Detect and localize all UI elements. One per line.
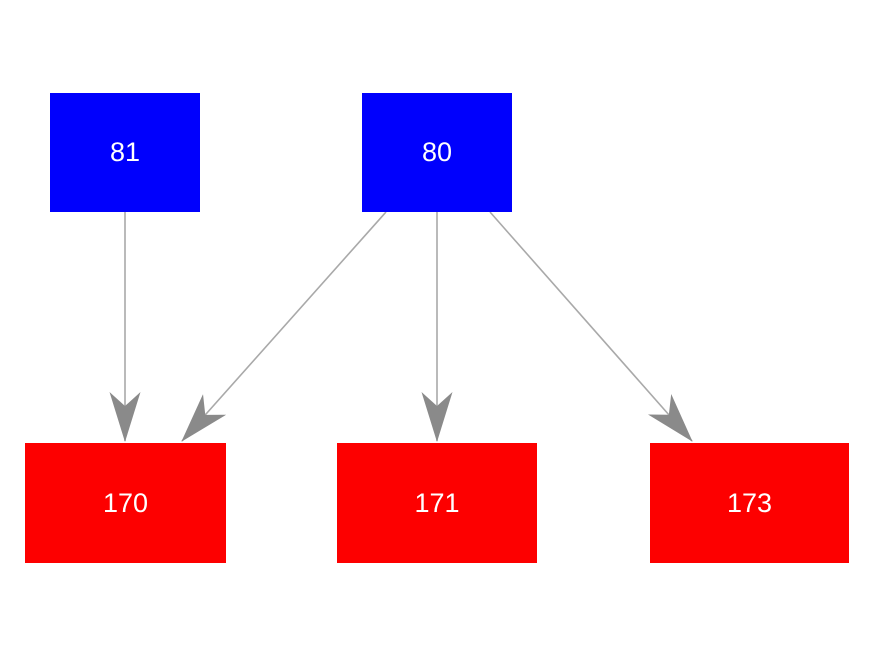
node-171: 171 (337, 443, 537, 563)
node-label: 80 (421, 137, 453, 167)
node-81: 81 (50, 93, 200, 212)
node-label: 171 (414, 487, 460, 518)
edge-80-to-173 (489, 211, 693, 442)
node-label: 81 (109, 137, 141, 167)
node-label: 173 (726, 487, 773, 518)
node-label: 170 (102, 487, 149, 518)
node-173: 173 (650, 443, 849, 563)
edge-80-to-170 (181, 211, 387, 442)
node-170: 170 (25, 443, 226, 563)
node-80: 80 (362, 93, 512, 212)
